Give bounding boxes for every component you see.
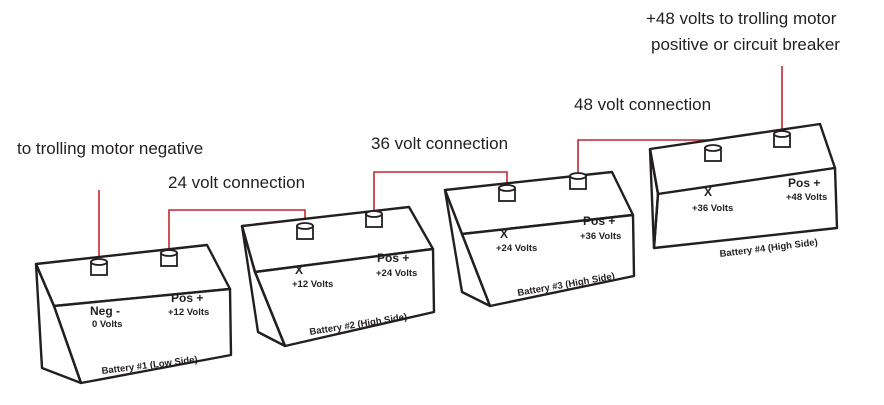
battery-4-left-volts: +36 Volts bbox=[692, 203, 733, 214]
battery-4: X +36 Volts Pos + +48 Volts Battery #4 (… bbox=[648, 122, 839, 260]
negative-lead-label: to trolling motor negative bbox=[17, 139, 203, 158]
battery-1-terminal-pos bbox=[160, 249, 178, 267]
battery-4-right-title: Pos + bbox=[788, 176, 820, 190]
battery-1-right-title: Pos + bbox=[171, 291, 203, 305]
battery-2-left-volts: +12 Volts bbox=[292, 279, 333, 290]
battery-3-terminal-pos bbox=[569, 172, 587, 190]
battery-1-left-title: Neg - bbox=[90, 304, 120, 318]
battery-4-left-title: X bbox=[704, 185, 712, 199]
battery-1-right-volts: +12 Volts bbox=[168, 307, 209, 318]
battery-2-terminal-x bbox=[296, 222, 314, 240]
battery-2-right-volts: +24 Volts bbox=[376, 268, 417, 279]
battery-2-terminal-pos bbox=[365, 210, 383, 228]
battery-2: X +12 Volts Pos + +24 Volts Battery #2 (… bbox=[240, 205, 436, 348]
battery-4-right-volts: +48 Volts bbox=[786, 192, 827, 203]
label-36-volt-connection: 36 volt connection bbox=[371, 134, 508, 153]
battery-3-right-volts: +36 Volts bbox=[580, 231, 621, 242]
battery-4-terminal-pos bbox=[773, 130, 791, 148]
positive-lead-label-line-2: positive or circuit breaker bbox=[651, 35, 840, 54]
battery-3-terminal-x bbox=[498, 184, 516, 202]
battery-2-left-title: X bbox=[295, 263, 303, 277]
label-48-volt-connection: 48 volt connection bbox=[574, 95, 711, 114]
label-24-volt-connection: 24 volt connection bbox=[168, 173, 305, 192]
battery-1-left-volts: 0 Volts bbox=[92, 319, 122, 330]
battery-2-right-title: Pos + bbox=[377, 251, 409, 265]
battery-3-left-volts: +24 Volts bbox=[496, 243, 537, 254]
positive-lead-label-line-1: +48 volts to trolling motor bbox=[646, 9, 837, 28]
battery-3-right-title: Pos + bbox=[583, 214, 615, 228]
battery-4-terminal-x bbox=[704, 144, 722, 162]
battery-3-left-title: X bbox=[500, 227, 508, 241]
battery-1: Neg - 0 Volts Pos + +12 Volts Battery #1… bbox=[34, 243, 233, 385]
wire-36-volt-connection bbox=[373, 171, 508, 214]
battery-1-terminal-neg bbox=[90, 258, 108, 276]
battery-3: X +24 Volts Pos + +36 Volts Battery #3 (… bbox=[443, 170, 636, 308]
